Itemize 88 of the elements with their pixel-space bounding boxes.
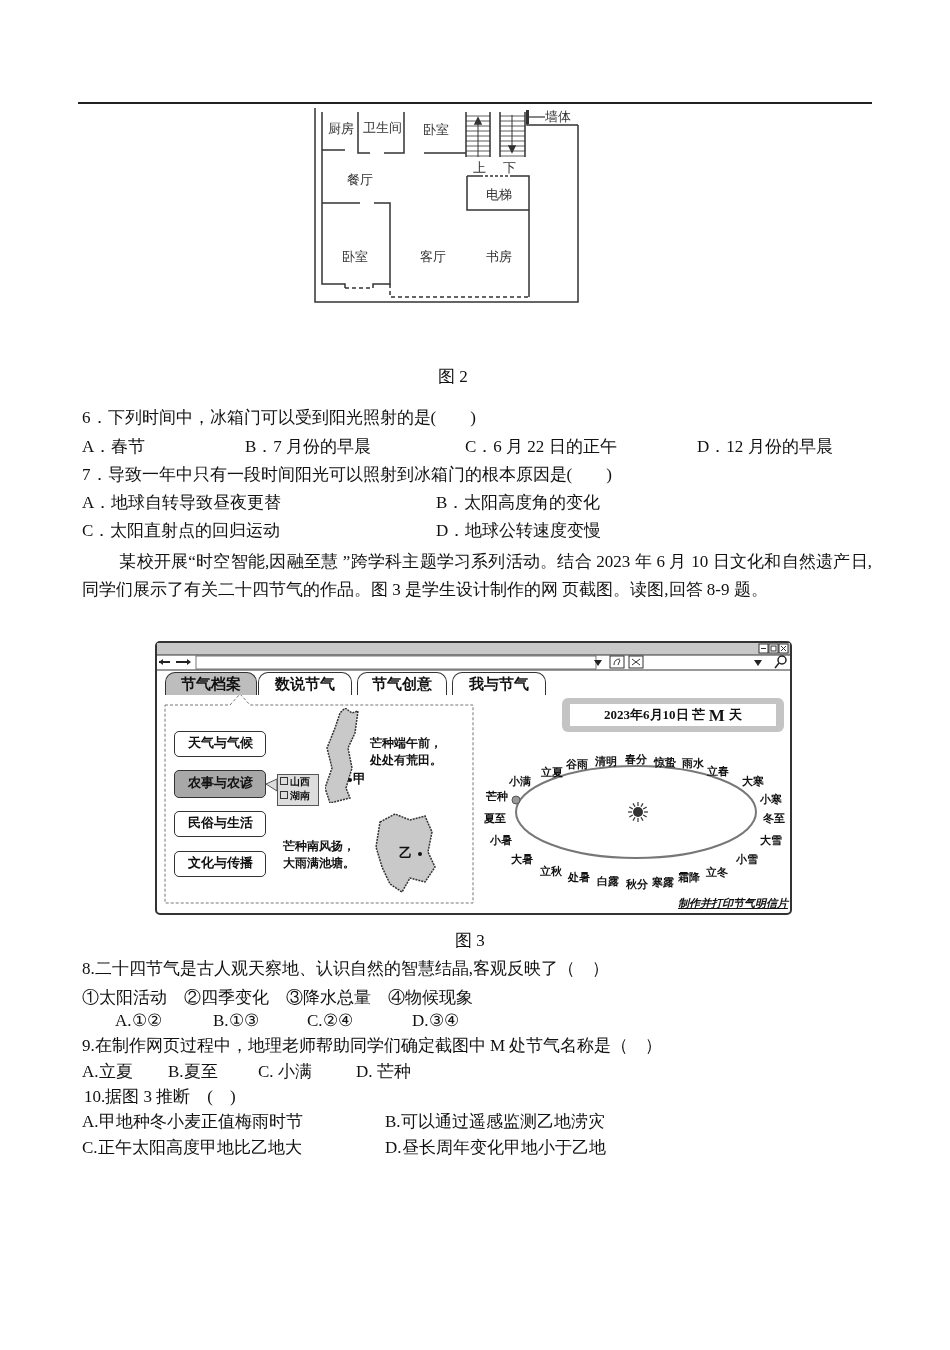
answer-option: C.②④: [307, 1010, 353, 1032]
solar-term-label: 春分: [625, 752, 647, 768]
room-label: 卧室: [342, 248, 368, 266]
tab: 数说节气: [258, 672, 352, 695]
poem-text: 芒种南风扬，大雨满池塘。: [283, 838, 356, 872]
question-text: 8.二十四节气是古人观天察地、认识自然的智慧结晶,客观反映了（ ）: [82, 958, 609, 980]
solar-term-label: 芒种: [486, 789, 508, 805]
room-label: 餐厅: [347, 171, 373, 189]
map-point-label: 甲: [353, 770, 366, 788]
answer-option: A．地球自转导致昼夜更替: [82, 492, 282, 514]
answer-option: A.①②: [115, 1010, 162, 1032]
answer-option: A.立夏: [82, 1061, 133, 1083]
solar-term-label: 冬至: [763, 811, 785, 827]
room-label: 客厅: [420, 248, 446, 266]
poem-text: 芒种端午前，处处有荒田。: [370, 735, 443, 769]
menu-button: 民俗与生活: [174, 811, 266, 837]
answer-option: C.正午太阳高度甲地比乙地大: [82, 1137, 302, 1159]
room-label: 厨房: [328, 120, 354, 138]
figure-caption: 图 2: [438, 366, 468, 388]
answer-option: B．7 月份的早晨: [245, 436, 372, 458]
stair-label: 上: [473, 159, 486, 177]
answer-option: D．12 月份的早晨: [697, 436, 833, 458]
question-text: 6．下列时间中，冰箱门可以受到阳光照射的是( ): [82, 407, 476, 429]
room-label: 卧室: [423, 121, 449, 139]
answer-option: C．太阳直射点的回归运动: [82, 520, 281, 542]
date-text: 天: [728, 706, 742, 724]
solar-term-label: 立夏: [541, 765, 563, 781]
leader-line: [528, 116, 546, 118]
solar-term-label: 小寒: [760, 792, 782, 808]
answer-option: D.昼长周年变化甲地小于乙地: [385, 1137, 606, 1159]
figure-caption: 图 3: [455, 930, 485, 952]
statement-list: ①太阳活动 ②四季变化 ③降水总量 ④物候现象: [82, 985, 542, 1010]
answer-option: B.可以通过遥感监测乙地涝灾: [385, 1111, 605, 1133]
solar-term-label: 雨水: [682, 756, 704, 772]
dropdown-list: [277, 774, 319, 806]
date-text: 2023年6月10日 芒: [604, 706, 705, 724]
answer-option: B.①③: [213, 1010, 259, 1032]
map-point-label: 乙: [399, 844, 412, 862]
answer-option: D.③④: [412, 1010, 459, 1032]
solar-term-label: 立冬: [706, 865, 728, 881]
menu-button: 天气与气候: [174, 731, 266, 757]
marker-letter: M: [707, 705, 726, 726]
answer-option: C．6 月 22 日的正午: [465, 436, 617, 458]
question-text: 9.在制作网页过程中，地理老师帮助同学们确定截图中 M 处节气名称是（ ）: [82, 1035, 663, 1057]
solar-term-label: 夏至: [484, 811, 506, 827]
solar-term-label: 白露: [597, 874, 619, 890]
tab: 节气档案: [165, 672, 257, 695]
answer-option: B．太阳高度角的变化: [436, 492, 601, 514]
room-label: 卫生间: [363, 119, 402, 137]
stair-label: 下: [503, 159, 516, 177]
postcard-link: 制作并打印节气明信片: [678, 897, 788, 910]
wall-segment: [526, 110, 529, 124]
solar-term-label: 清明: [595, 754, 617, 770]
solar-term-label: 霜降: [678, 870, 700, 886]
room-label: 书房: [486, 248, 512, 266]
menu-button: 农事与农谚: [174, 770, 266, 798]
menu-button: 文化与传播: [174, 851, 266, 877]
callout-pointer: [265, 778, 278, 792]
solar-term-label: 大雪: [760, 833, 782, 849]
answer-option: B.夏至: [168, 1061, 218, 1083]
question-text: 10.据图 3 推断 ( ): [84, 1086, 236, 1108]
solar-term-label: 小雪: [736, 852, 758, 868]
checkbox-option: 湖南: [278, 789, 318, 803]
solar-term-label: 寒露: [652, 875, 674, 891]
answer-option: D．地球公转速度变慢: [436, 520, 602, 542]
date-banner: [562, 698, 784, 732]
tab: 我与节气: [452, 672, 546, 695]
answer-option: D. 芒种: [356, 1061, 411, 1083]
solar-term-label: 小满: [509, 774, 531, 790]
answer-option: A．春节: [82, 436, 146, 458]
checkbox-option: 山西: [278, 775, 318, 789]
solar-term-label: 秋分: [626, 877, 648, 893]
province-map: [373, 812, 437, 894]
solar-term-label: 大暑: [511, 852, 533, 868]
solar-term-label: 小暑: [490, 833, 512, 849]
paragraph-text: 某校开展“时空智能,因融至慧 ”跨学科主题学习系列活动。结合 2023 年 6 月 10 日文化和自然遗产日,同学们展示了有关二十四节气的作品。图 3 是学生设计制作的网 页截图。读图,回答 8-9 题。: [82, 551, 872, 601]
solar-term-label: 大寒: [742, 774, 764, 790]
room-label: 电梯: [468, 185, 530, 205]
solar-term-label: 谷雨: [566, 757, 588, 773]
solar-term-label: 立春: [707, 764, 729, 780]
question-text: 7．导致一年中只有一段时间阳光可以照射到冰箱门的根本原因是( ): [82, 464, 612, 486]
tab: 节气创意: [357, 672, 447, 695]
answer-option: C. 小满: [258, 1061, 312, 1083]
answer-option: A.甲地种冬小麦正值梅雨时节: [82, 1111, 303, 1133]
solar-term-label: 处暑: [568, 870, 590, 886]
solar-term-label: 惊蛰: [654, 755, 676, 771]
wall-label: 墙体: [545, 108, 571, 126]
solar-term-label: 立秋: [540, 864, 562, 880]
